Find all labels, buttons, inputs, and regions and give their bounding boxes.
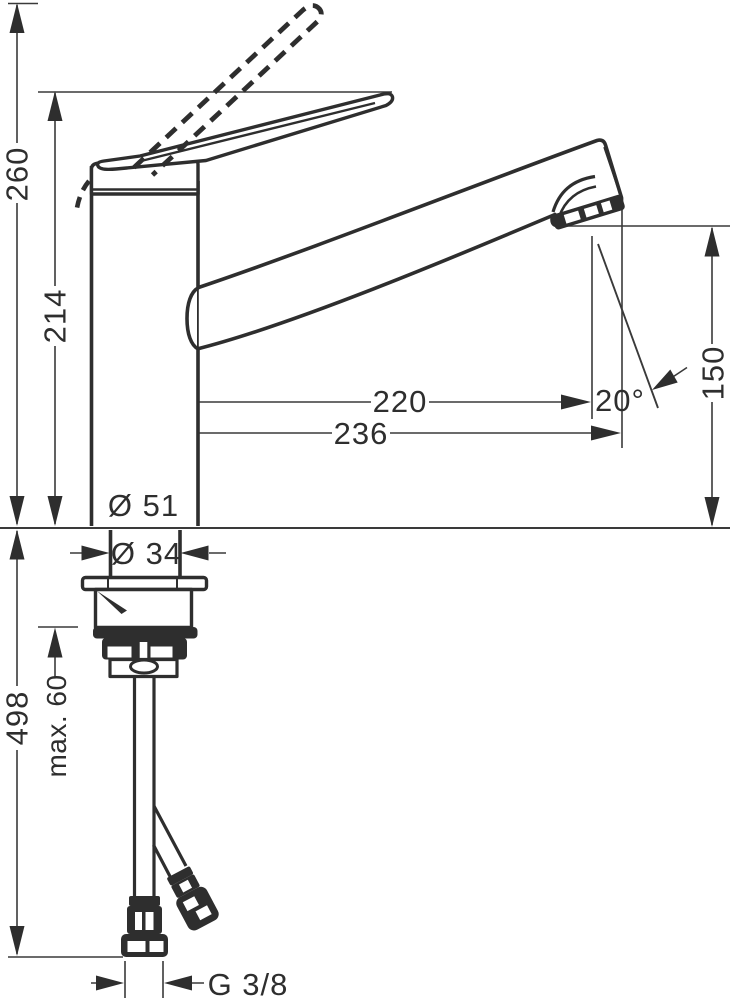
spray-angle-leader <box>672 368 687 378</box>
label-below-counter-length: 498 <box>0 691 35 746</box>
gasket-band <box>93 627 198 639</box>
below-counter-assembly <box>83 530 222 957</box>
nut-flat-left <box>108 647 132 658</box>
arrow-spray-angle <box>652 370 678 391</box>
valve-housing <box>96 590 192 628</box>
hose1-nut <box>127 906 162 934</box>
arrow-up-max60 <box>48 628 63 658</box>
handle-inner-line <box>143 103 375 161</box>
spout-outline <box>197 140 622 349</box>
handle-raised-dashed-rear <box>77 181 90 211</box>
label-handle-height: 214 <box>38 289 73 344</box>
screw-dome <box>131 660 158 673</box>
nut-flat-right <box>150 647 173 658</box>
arrow-up-150 <box>705 227 720 257</box>
hose1-collar <box>129 896 160 906</box>
hose-angled-fitting <box>163 864 221 933</box>
body-fill <box>93 195 197 525</box>
arrow-in-right-thread <box>164 976 192 991</box>
arrow-right-236 <box>591 426 621 441</box>
label-spout-height: 150 <box>696 346 730 401</box>
arrow-down-214 <box>48 496 63 526</box>
label-overall-reach: 236 <box>334 416 389 451</box>
hose1-end-slot-1 <box>128 941 146 952</box>
label-shank-diameter: Ø 34 <box>111 536 182 571</box>
mounting-flange <box>83 578 207 590</box>
label-spray-angle: 20° <box>595 383 645 418</box>
hose1-nut-slot-1 <box>135 912 142 930</box>
arrow-in-right-shank-dia <box>181 546 209 561</box>
hose-straight <box>135 677 155 897</box>
nut-stem-left <box>137 642 140 659</box>
nut-stem-right <box>147 642 150 659</box>
label-max-mounting-thickness: max. 60 <box>41 674 72 777</box>
label-thread-size: G 3/8 <box>208 967 289 1000</box>
label-total-height: 260 <box>0 147 35 202</box>
label-spout-reach: 220 <box>373 384 428 419</box>
label-body-diameter: Ø 51 <box>108 488 179 523</box>
arrow-in-left-thread <box>96 976 124 991</box>
extension-lines-thread <box>125 961 163 998</box>
arrow-down-260 <box>10 496 25 526</box>
arrow-down-498 <box>10 926 25 956</box>
arrow-up-214 <box>48 91 63 121</box>
hose1-end-slot-2 <box>150 941 164 952</box>
arrow-up-260 <box>10 3 25 33</box>
arrow-down-150 <box>705 497 720 527</box>
arrow-right-220 <box>561 395 591 410</box>
hose1-nut-slot-2 <box>146 912 154 930</box>
arrow-in-left-shank-dia <box>82 546 110 561</box>
arrow-up-498 <box>10 530 25 560</box>
